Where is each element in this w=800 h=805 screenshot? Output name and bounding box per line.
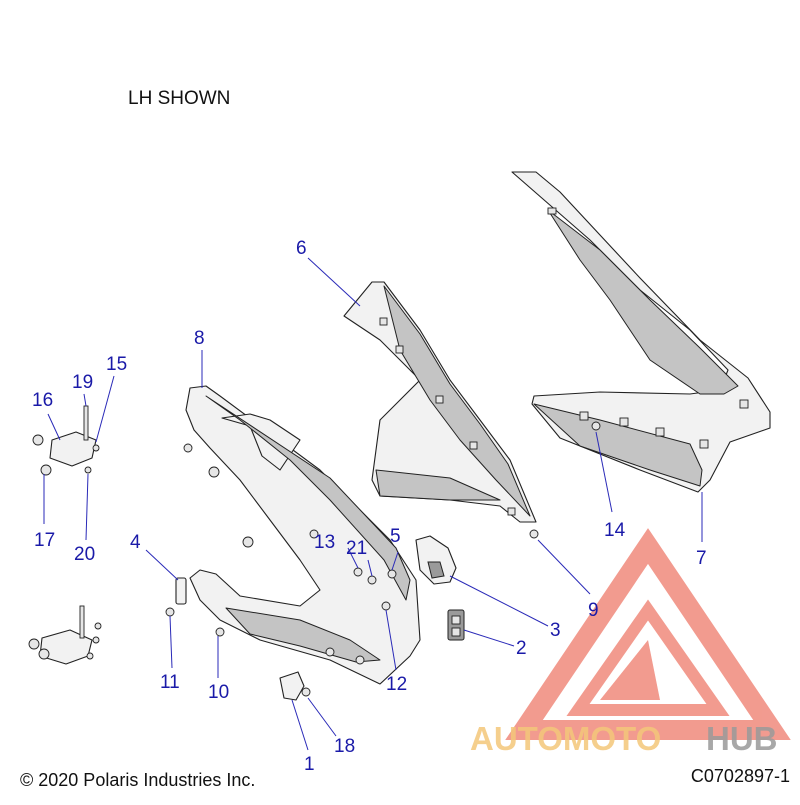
- callout-3: 3: [550, 620, 561, 641]
- callout-10: 10: [208, 682, 229, 703]
- copyright-text: © 2020 Polaris Industries Inc.: [20, 770, 256, 790]
- callout-13: 13: [314, 532, 335, 553]
- callout-14: 14: [604, 520, 626, 541]
- callout-8: 8: [194, 328, 205, 349]
- callout-16: 16: [32, 390, 53, 411]
- callout-15: 15: [106, 354, 127, 375]
- part-7-side-panel: [511, 171, 771, 493]
- fastener-13: [353, 567, 363, 577]
- part-2-latch: [447, 609, 465, 641]
- fastener-14: [591, 421, 601, 431]
- fastener-11: [165, 607, 175, 617]
- part-8-main-frame: [183, 385, 421, 685]
- callout-19: 19: [72, 372, 93, 393]
- hinge-lower: [28, 605, 102, 665]
- fastener-18: [301, 687, 311, 697]
- watermark-text-left: AUTOMOTO: [470, 720, 661, 757]
- callout-17: 17: [34, 530, 55, 551]
- callout-18: 18: [334, 736, 355, 757]
- callout-5: 5: [390, 526, 401, 547]
- callout-2: 2: [516, 638, 527, 659]
- view-note: LH SHOWN: [128, 88, 231, 109]
- callout-7: 7: [696, 548, 707, 569]
- fastener-5: [387, 569, 397, 579]
- watermark-logo: [505, 528, 791, 740]
- fastener-12: [381, 601, 391, 611]
- callout-12: 12: [386, 674, 407, 695]
- watermark-text: AUTOMOTO HUB: [470, 720, 778, 757]
- hinge-upper: [32, 405, 100, 476]
- callout-numbers: 1 2 3 4 6 7 8 9 10 11 12 13 14 15 16 17 …: [32, 238, 707, 775]
- part-6-inner-panel: [343, 281, 537, 523]
- watermark-text-right: HUB: [706, 720, 778, 757]
- drawing-number: C0702897-1: [690, 766, 790, 786]
- part-4-clip: [175, 577, 187, 605]
- callout-11: 11: [160, 672, 180, 693]
- leader-lines: [43, 257, 703, 751]
- callout-9: 9: [588, 600, 599, 621]
- fastener-21: [367, 575, 377, 585]
- fastener-10: [215, 627, 225, 637]
- callout-20: 20: [74, 544, 95, 565]
- part-1-clip: [279, 671, 305, 701]
- callout-1: 1: [304, 754, 315, 775]
- fastener-9: [529, 529, 539, 539]
- callout-21: 21: [346, 538, 367, 559]
- callout-4: 4: [130, 532, 141, 553]
- callout-6: 6: [296, 238, 307, 259]
- part-3-bracket: [415, 535, 457, 585]
